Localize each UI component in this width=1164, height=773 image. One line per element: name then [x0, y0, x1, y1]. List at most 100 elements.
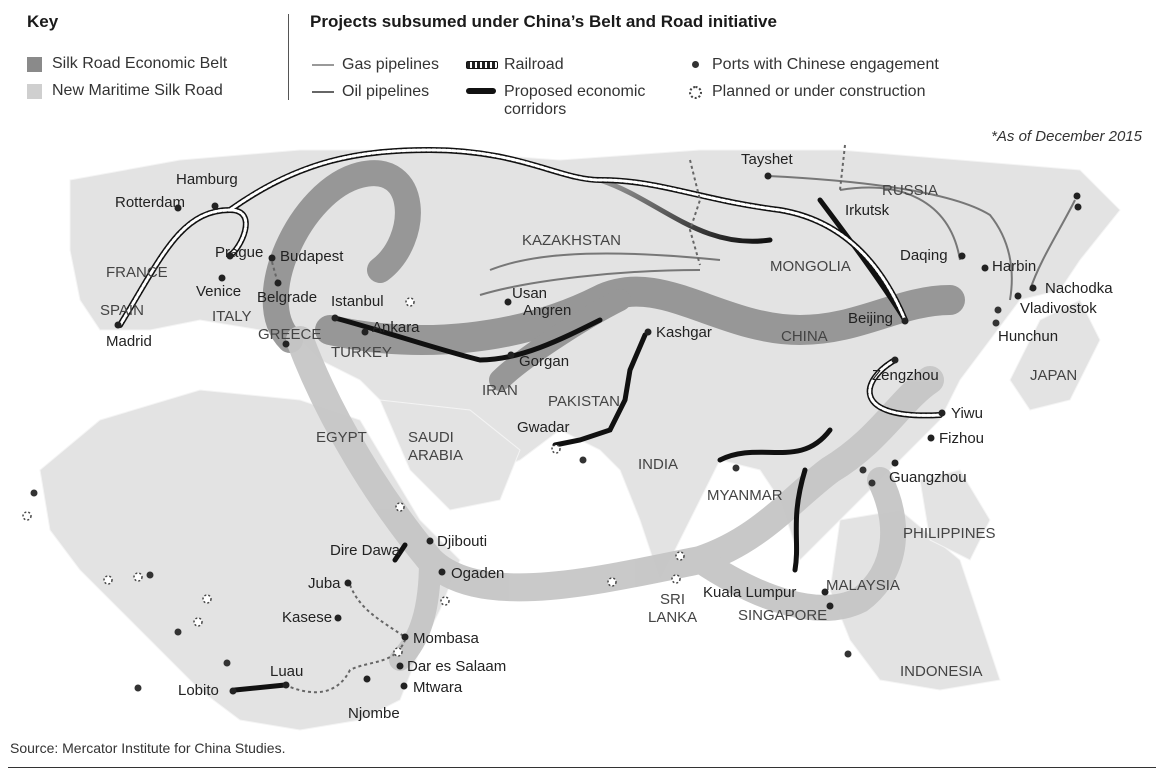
gas-pipeline-swatch	[312, 64, 334, 66]
maritime-swatch	[27, 84, 42, 99]
railroads	[117, 146, 943, 693]
corridor-china-pakistan	[552, 332, 648, 448]
city-dot	[644, 328, 652, 336]
oil-pipeline-label: Oil pipelines	[342, 83, 430, 100]
land-layer	[39, 149, 1121, 731]
city-label-mtwara: Mtwara	[413, 679, 463, 696]
planned-juba-mombasa	[349, 584, 406, 638]
planned-port-icon	[103, 575, 113, 585]
city-label-daressalaam: Dar es Salaam	[407, 658, 506, 675]
city-label-kualalumpur: Kuala Lumpur	[703, 584, 796, 601]
city-label-gwadar: Gwadar	[517, 419, 570, 436]
city-label-istanbul: Istanbul	[331, 293, 384, 310]
city-dot	[958, 252, 966, 260]
planned-port-icon	[22, 511, 32, 521]
belt-route-central	[315, 276, 965, 355]
city-dot	[1029, 284, 1037, 292]
country-label-india: INDIA	[638, 456, 678, 473]
corridor-label-1: Proposed economic	[504, 83, 646, 100]
city-dot	[400, 682, 408, 690]
city-dot	[282, 340, 290, 348]
belt-road-map: RUSSIA KAZAKHSTAN MONGOLIA CHINA FRANCE …	[22, 144, 1121, 731]
planned-ports	[22, 297, 685, 657]
city-dot	[396, 662, 404, 670]
port-marker	[146, 571, 154, 579]
pipeline-irkutsk-daqing	[839, 186, 961, 261]
planned-port-icon	[675, 551, 685, 561]
city-dot	[764, 172, 772, 180]
city-dot	[211, 202, 219, 210]
city-label-beijing: Beijing	[848, 310, 893, 327]
arabia-landmass	[379, 399, 521, 511]
belt-label: Silk Road Economic Belt	[52, 55, 228, 72]
country-label-lanka: LANKA	[648, 609, 697, 626]
planned-icon	[689, 86, 702, 99]
city-label-irkutsk: Irkutsk	[845, 202, 890, 219]
country-label-indonesia: INDONESIA	[900, 663, 983, 680]
city-label-venice: Venice	[196, 283, 241, 300]
city-label-guangzhou: Guangzhou	[889, 469, 967, 486]
planned-port-icon	[395, 502, 405, 512]
railroad-zengzhou-yiwu-inner	[868, 358, 942, 417]
pipeline-tayshet	[767, 175, 1013, 301]
city-dot	[363, 675, 371, 683]
gas-pipeline-label: Gas pipelines	[342, 56, 439, 73]
city-label-belgrade: Belgrade	[257, 289, 317, 306]
country-label-saudi: SAUDI	[408, 429, 454, 446]
city-label-harbin: Harbin	[992, 258, 1036, 275]
maritime-route-asia	[687, 467, 907, 621]
city-dots	[114, 172, 1082, 695]
city-label-angren: Angren	[523, 302, 571, 319]
city-label-yiwu: Yiwu	[951, 405, 983, 422]
city-dot	[426, 537, 434, 545]
city-dot	[438, 568, 446, 576]
port-marker	[844, 650, 852, 658]
city-dot	[821, 588, 829, 596]
city-label-rotterdam: Rotterdam	[115, 194, 185, 211]
city-dot	[114, 321, 122, 329]
city-dot	[344, 579, 352, 587]
country-label-malaysia: MALAYSIA	[826, 577, 900, 594]
port-marker	[732, 464, 740, 472]
city-dot	[507, 351, 515, 359]
city-label-zengzhou: Zengzhou	[872, 367, 939, 384]
pipeline-kazakhstan-1	[489, 252, 721, 271]
belt-route-main	[262, 160, 421, 353]
as-of-note: *As of December 2015	[991, 128, 1142, 145]
city-labels: Hamburg Rotterdam Prague Budapest Belgra…	[106, 151, 1113, 722]
philippines-landmass	[919, 469, 991, 561]
city-label-ogaden: Ogaden	[451, 565, 504, 582]
port-marker	[992, 319, 1000, 327]
city-label-vladivostok: Vladivostok	[1020, 300, 1097, 317]
maritime-silk-road	[286, 326, 944, 671]
port-dot-icon	[692, 61, 699, 68]
city-label-daqing: Daqing	[900, 247, 948, 264]
ports-label: Ports with Chinese engagement	[712, 56, 939, 73]
country-label-kazakhstan: KAZAKHSTAN	[522, 232, 621, 249]
planned-port-icon	[551, 444, 561, 454]
city-label-fizhou: Fizhou	[939, 430, 984, 447]
planned-irkutsk	[839, 144, 846, 191]
country-labels: RUSSIA KAZAKHSTAN MONGOLIA CHINA FRANCE …	[100, 182, 1077, 680]
city-label-prague: Prague	[215, 244, 263, 261]
corridor-label-2: corridors	[504, 101, 567, 118]
country-label-turkey: TURKEY	[331, 344, 392, 361]
city-dot	[1074, 203, 1082, 211]
japan-landmass	[1009, 299, 1101, 411]
city-dot	[891, 459, 899, 467]
country-label-france: FRANCE	[106, 264, 168, 281]
city-label-luau: Luau	[270, 663, 303, 680]
country-label-china: CHINA	[781, 328, 828, 345]
country-label-mongolia: MONGOLIA	[770, 258, 851, 275]
city-label-madrid: Madrid	[106, 333, 152, 350]
city-label-lobito: Lobito	[178, 682, 219, 699]
country-label-japan: JAPAN	[1030, 367, 1077, 384]
city-dot	[274, 279, 282, 287]
port-marker	[859, 466, 867, 474]
city-dot	[334, 614, 342, 622]
country-label-arabia: ARABIA	[408, 447, 463, 464]
pipeline-kazakhstan-2	[479, 269, 701, 296]
bottom-rule	[8, 767, 1156, 768]
country-label-iran: IRAN	[482, 382, 518, 399]
railroad-label: Railroad	[504, 56, 564, 73]
